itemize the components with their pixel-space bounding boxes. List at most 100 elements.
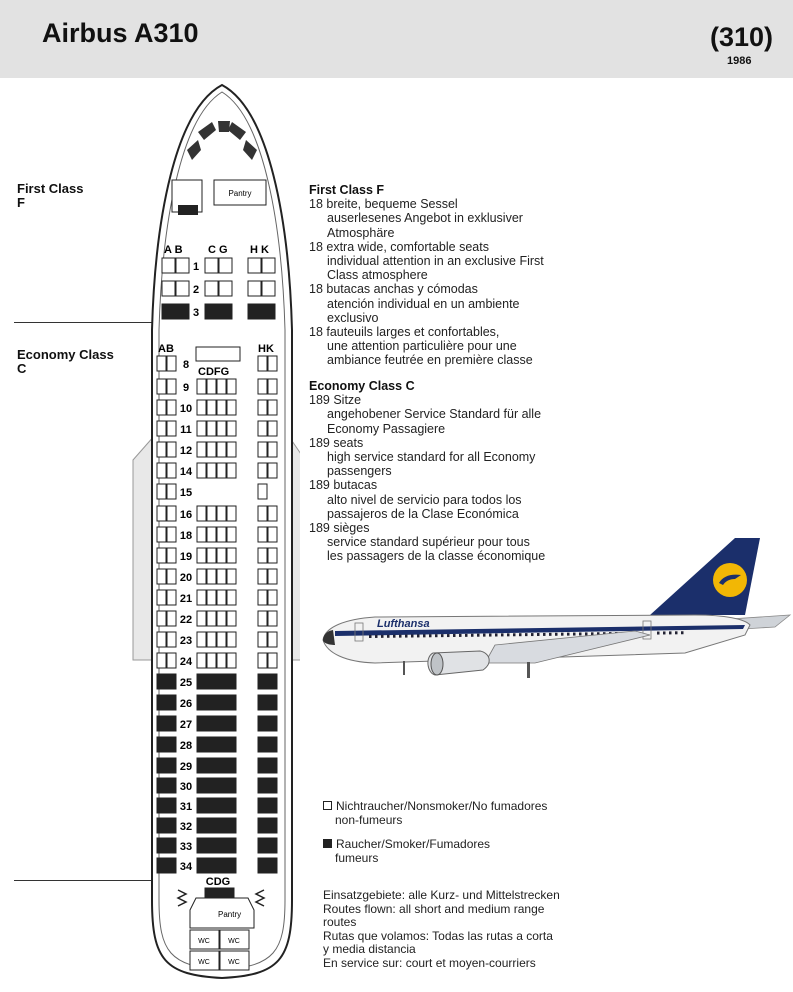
first-class-heading: First Class F	[309, 183, 385, 197]
economy-seat	[267, 505, 278, 522]
economy-seat	[216, 589, 227, 606]
economy-seat	[216, 568, 227, 585]
row-number: 22	[180, 614, 192, 626]
description-line: 18 fauteuils larges et confortables,	[309, 325, 500, 340]
economy-seat	[156, 673, 167, 690]
cockpit-window	[198, 122, 216, 140]
economy-seat	[267, 715, 278, 732]
first-seat-letters-right: H K	[250, 244, 269, 256]
economy-seat	[267, 857, 278, 874]
first-seat	[261, 257, 276, 274]
smoker-label: Raucher/Smoker/Fumadores	[336, 837, 491, 851]
economy-seat	[156, 817, 167, 834]
economy-seat	[206, 399, 217, 416]
economy-seat	[257, 857, 268, 874]
window	[567, 632, 570, 636]
economy-seat	[166, 420, 177, 437]
row-number: 8	[183, 359, 189, 371]
row-number: 10	[180, 403, 192, 415]
economy-seat	[196, 736, 207, 753]
row-number: 31	[180, 801, 192, 813]
window	[435, 634, 438, 638]
economy-seat	[267, 355, 278, 372]
main-gear	[527, 662, 530, 678]
economy-seat	[206, 857, 217, 874]
first-seat	[175, 303, 190, 320]
row-number: 23	[180, 635, 192, 647]
economy-seat	[226, 652, 237, 669]
economy-seat	[267, 589, 278, 606]
row-number: 27	[180, 719, 192, 731]
economy-seat	[267, 817, 278, 834]
economy-seat	[206, 757, 217, 774]
economy-seat	[257, 441, 268, 458]
crane-logo-icon	[719, 574, 741, 585]
window	[411, 634, 414, 638]
wc-front-right	[219, 929, 250, 950]
row-number: 30	[180, 781, 192, 793]
economy-seat	[267, 631, 278, 648]
economy-seat	[196, 652, 207, 669]
description-line: service standard supérieur pour tous	[327, 535, 530, 550]
row-number: 26	[180, 698, 192, 710]
nonsmoker-label-2: non-fumeurs	[335, 812, 403, 827]
row-number: 28	[180, 740, 192, 752]
economy-seat	[216, 777, 227, 794]
first-seat	[247, 280, 262, 297]
description-line: Atmosphäre	[327, 225, 395, 240]
rear-divider-left	[176, 889, 188, 907]
route-line: y media distancia	[323, 942, 416, 956]
smoker-swatch	[323, 839, 332, 848]
economy-seat	[166, 441, 177, 458]
window	[369, 635, 372, 638]
economy-class-label: Economy Class C	[17, 348, 114, 376]
description-line: alto nivel de servicio para todos los	[327, 492, 522, 507]
economy-seat	[166, 483, 177, 500]
economy-seat	[196, 378, 207, 395]
route-line: Routes flown: all short and medium range	[323, 901, 545, 916]
first-seat	[261, 303, 276, 320]
galley-cart	[178, 205, 198, 215]
first-seat	[161, 280, 176, 297]
wc-rear-right	[219, 950, 250, 971]
economy-seat	[257, 757, 268, 774]
economy-seat	[156, 378, 167, 395]
nose-cone	[323, 630, 335, 645]
cheatline	[335, 625, 745, 636]
economy-seat	[156, 797, 167, 814]
economy-seat	[196, 837, 207, 854]
window	[423, 634, 426, 638]
economy-seat	[267, 652, 278, 669]
description-line: Class atmosphere	[327, 268, 428, 283]
bulkhead-screen	[195, 346, 241, 362]
first-seat	[204, 303, 219, 320]
economy-seat	[206, 694, 217, 711]
economy-seat	[166, 857, 177, 874]
row-number: 21	[180, 593, 192, 605]
economy-seat	[267, 441, 278, 458]
economy-seat	[216, 547, 227, 564]
description-line: 18 breite, bequeme Sessel	[309, 197, 458, 212]
window	[393, 634, 396, 638]
first-seat	[204, 280, 219, 297]
economy-class-divider	[14, 880, 159, 881]
economy-seat	[267, 378, 278, 395]
wc-label: WC	[228, 938, 240, 945]
economy-seat	[206, 797, 217, 814]
row-number: 3	[193, 307, 199, 319]
first-seat	[161, 303, 176, 320]
first-seat	[218, 280, 233, 297]
window	[453, 633, 456, 637]
first-seat	[175, 257, 190, 274]
economy-seat	[267, 547, 278, 564]
economy-seat	[267, 837, 278, 854]
economy-seat	[226, 777, 237, 794]
window	[399, 634, 402, 638]
economy-seat	[206, 420, 217, 437]
economy-seat	[166, 610, 177, 627]
economy-seat-letters-center: CDFG	[198, 366, 229, 378]
description-line: 189 Sitze	[309, 393, 362, 408]
window	[459, 633, 462, 637]
economy-seat	[226, 631, 237, 648]
